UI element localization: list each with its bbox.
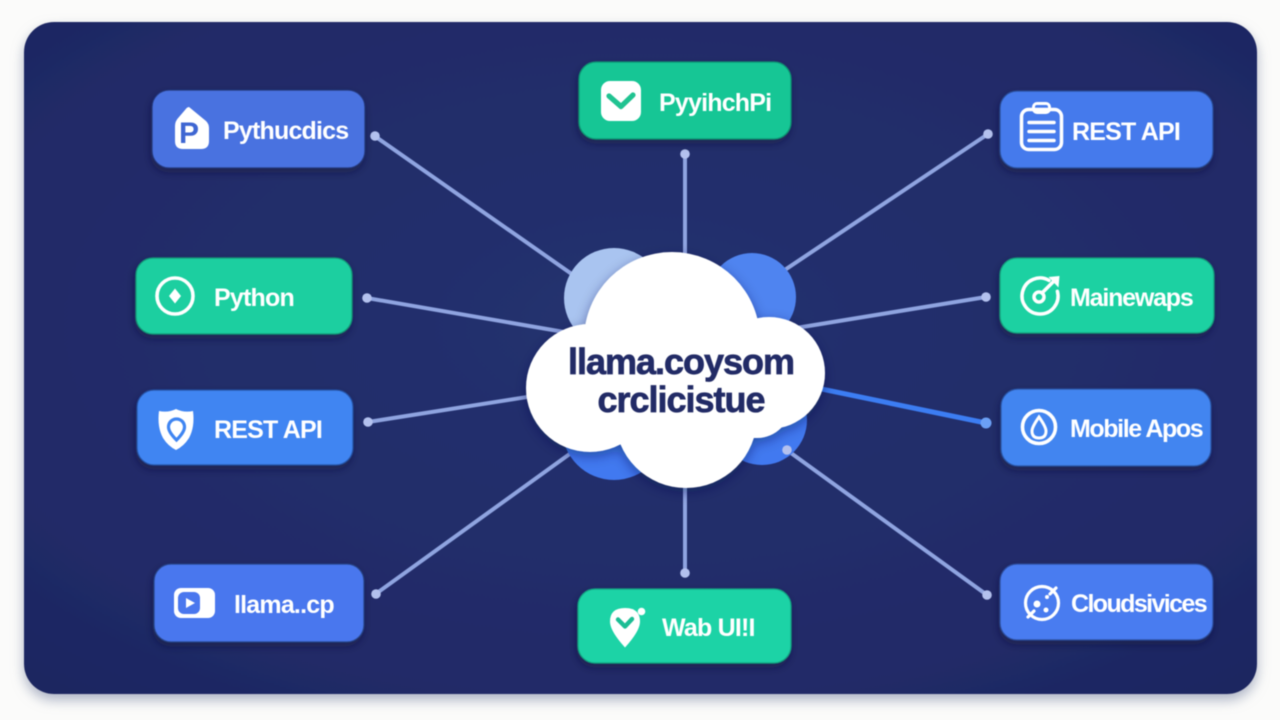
svg-text:llama.coysom: llama.coysom	[568, 341, 794, 382]
svg-text:Cloudsivices: Cloudsivices	[1071, 590, 1207, 618]
svg-text:Pythucdics: Pythucdics	[223, 117, 348, 145]
svg-text:P: P	[179, 117, 199, 150]
svg-text:Mobile Apos: Mobile Apos	[1070, 415, 1203, 443]
svg-text:PyyihchPi: PyyihchPi	[659, 89, 771, 117]
svg-text:Mainewaps: Mainewaps	[1070, 284, 1193, 312]
svg-text:REST API: REST API	[214, 416, 322, 444]
svg-text:Wab UI!I: Wab UI!I	[662, 614, 755, 642]
svg-text:llama..cp: llama..cp	[234, 591, 334, 619]
svg-text:REST API: REST API	[1072, 118, 1180, 146]
svg-text:Python: Python	[214, 284, 294, 312]
svg-text:crclicistue: crclicistue	[597, 379, 764, 420]
